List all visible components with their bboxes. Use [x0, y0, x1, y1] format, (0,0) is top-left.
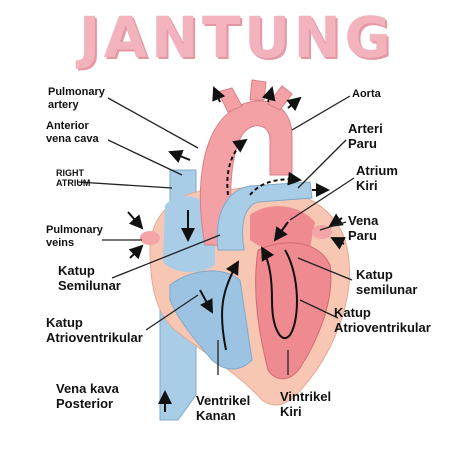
pulmonary-artery-shape [216, 181, 313, 251]
arrow-aorta-right [286, 96, 302, 112]
label-katup-atrioventrikular-left: Katup Atrioventrikular [46, 315, 143, 345]
label-arteri-paru: Arteri Paru [348, 121, 383, 151]
flow-arrow-la [273, 221, 289, 242]
label-anterior-vena-cava: Anterior vena cava [46, 120, 99, 145]
label-aorta: Aorta [352, 88, 381, 100]
label-vena-kava-posterior: Vena kava Posterior [56, 381, 119, 411]
arrow-aorta-up [261, 86, 276, 103]
pulmonary-vein-left [140, 231, 160, 245]
label-ventrikel-kiri: Vintrikel Kiri [280, 389, 332, 419]
left-ventricle-shape [255, 242, 332, 380]
arrow-aorta-up-left [212, 86, 226, 103]
label-atrium-kiri: Atrium Kiri [356, 163, 398, 193]
label-pulmonary-veins: Pulmonary veins [46, 224, 103, 249]
label-katup-semilunar-left: Katup Semilunar [58, 263, 121, 293]
leader-lines [77, 95, 355, 375]
flow-arrow-rv-up [221, 260, 239, 351]
flow-arrow-rv-down [199, 289, 213, 314]
flow-arrow-aorta [226, 138, 248, 196]
diagram-title: JANTUNG [79, 6, 395, 71]
flow-arrow-pa [249, 171, 302, 196]
arrow-pv-left-in [127, 211, 144, 230]
arrow-pv-right-in2 [330, 237, 346, 250]
label-pulmonary-artery: Pulmonary artery [48, 86, 105, 111]
arrow-pv-right-in [328, 213, 344, 228]
label-katup-semilunar-right: Katup semilunar [356, 267, 418, 297]
label-vena-paru: Vena Paru [348, 213, 379, 243]
flow-arrow-top-right [168, 149, 191, 163]
flow-arrow-lv-loop [261, 246, 298, 339]
label-right-atrium: RIGHT ATRIUM [56, 168, 91, 189]
arrow-pv-left-in2 [128, 244, 144, 260]
label-katup-atrioventrikular-right: Katup Atrioventrikular [334, 305, 431, 335]
label-ventrikel-kanan: Ventrikel Kanan [196, 393, 251, 423]
right-ventricle-shape [169, 270, 253, 370]
